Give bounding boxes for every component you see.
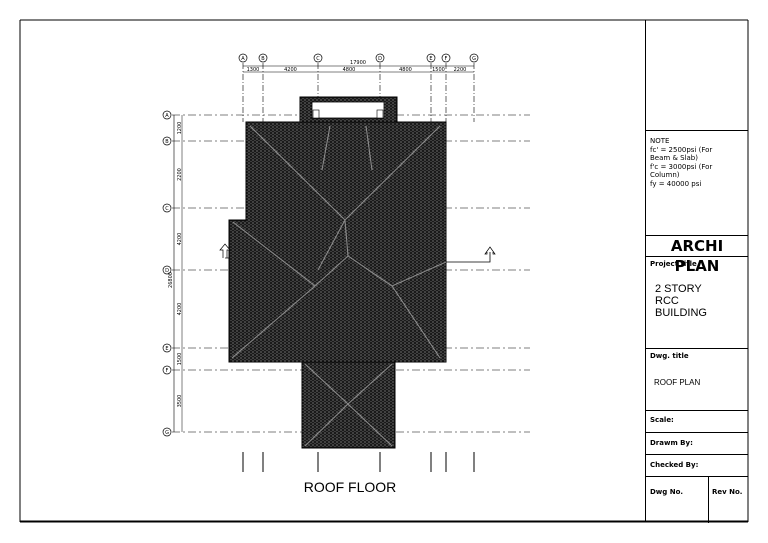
company-name: ARCHI PLAN [670, 237, 724, 275]
column-grid-line: B [258, 53, 268, 122]
roof-plan-drawing: 17900 1300 4200 4800 4800 1500 2200 A B C D E F G A… [162, 53, 530, 472]
grid-bubble-label: E [165, 346, 168, 352]
drawn-by-label: Drawm By: [650, 439, 693, 447]
title-block-blank [646, 20, 748, 130]
side-dimension-value: 4200 [177, 303, 183, 316]
grid-bubble-label: D [165, 268, 169, 274]
column-grid-line: F [441, 53, 451, 122]
grid-bubble [469, 53, 479, 63]
column-grid-line: A [238, 53, 248, 122]
grid-bubble [313, 53, 323, 63]
grid-bubble [162, 136, 172, 146]
grid-bubble-label: G [165, 430, 169, 436]
grid-bubble [441, 53, 451, 63]
side-dimension-value: 1500 [177, 353, 183, 366]
grid-bubble-label: G [472, 56, 476, 62]
project-title-line: 2 STORY [655, 283, 702, 295]
scale-box: Scale: [646, 410, 748, 432]
note-line: f'c = 3000psi (For [650, 162, 713, 171]
roof-outline [228, 96, 447, 449]
side-dimension-total: 26800 [168, 272, 174, 288]
grid-bubble-label: A [241, 56, 245, 62]
top-dimension-value: 4200 [284, 67, 297, 73]
grid-bubble [162, 265, 172, 275]
side-dimension-value: 4200 [177, 233, 183, 246]
dwg-rev-divider [708, 477, 709, 523]
grid-extension-lines-bottom [242, 452, 475, 472]
grid-bubble-label: F [166, 368, 169, 374]
parapet-opening [311, 101, 385, 119]
top-dimension-value: 4800 [399, 67, 412, 73]
grid-bubble [426, 53, 436, 63]
dwg-title-box: Dwg. title ROOF PLAN [646, 348, 748, 410]
note-line: NOTE [650, 137, 670, 145]
grid-bubble-label: A [165, 113, 169, 119]
top-dimension-value: 1300 [247, 67, 260, 73]
top-dimension-total: 17900 [350, 60, 366, 66]
hip-ridge-lines [231, 125, 447, 447]
column-grid-line: G [469, 53, 479, 122]
grid-bubble-label: D [378, 56, 382, 62]
project-title-line: BUILDING [655, 307, 707, 319]
section-marker-right [446, 246, 496, 263]
grid-bubble [258, 53, 268, 63]
grid-bubble-label: B [165, 139, 169, 145]
section-marker-left [219, 243, 231, 259]
note-line: Beam & Slab) [650, 154, 698, 162]
top-dimension-value: 2200 [454, 67, 467, 73]
column-grid-line: E [426, 53, 436, 122]
grid-bubble-label: F [445, 56, 448, 62]
checked-by-box: Checked By: [646, 454, 748, 476]
grid-bubble [162, 110, 172, 120]
project-title-line: RCC [655, 295, 679, 307]
top-dimension-value: 4800 [343, 67, 356, 73]
grid-bubble-label: E [429, 56, 432, 62]
scale-label: Scale: [650, 416, 674, 424]
checked-by-label: Checked By: [650, 461, 699, 469]
grid-bubble-label: B [261, 56, 265, 62]
dwg-rev-box: Dwg No. Rev No. [646, 476, 748, 523]
grid-bubble [375, 53, 385, 63]
side-dimension-value: 2200 [177, 168, 183, 181]
top-dimension-value: 1500 [432, 67, 445, 73]
grid-bubble [162, 427, 172, 437]
dwg-no-label: Dwg No. [650, 488, 684, 496]
grid-bubble [238, 53, 248, 63]
grid-bubble [162, 203, 172, 213]
rev-no-label: Rev No. [712, 488, 743, 496]
grid-bubble [162, 343, 172, 353]
side-dimension-value: 3500 [177, 395, 183, 408]
side-dimension-line: 26800 1200 2200 4200 4200 1500 3500 [168, 115, 183, 432]
side-dimension-value: 1200 [177, 122, 183, 135]
note-line: fc' = 2500psi (For [650, 145, 713, 154]
note-line: Column) [650, 171, 680, 179]
top-dimension-line: 17900 1300 4200 4800 4800 1500 2200 [243, 60, 474, 73]
dwg-title-label: Dwg. title [650, 352, 689, 360]
drawing-title: ROOF FLOOR [303, 479, 397, 495]
drawn-by-box: Drawm By: [646, 432, 748, 454]
grid-bubble-label: C [316, 56, 320, 62]
company-box: ARCHI PLAN [646, 235, 748, 275]
note-line: fy = 40000 psi [650, 179, 702, 188]
project-title-label: Project title [650, 260, 697, 268]
dwg-title-value: ROOF PLAN [654, 378, 701, 387]
main-roof [228, 121, 447, 363]
grid-bubble [162, 365, 172, 375]
grid-bubble-label: C [165, 206, 169, 212]
